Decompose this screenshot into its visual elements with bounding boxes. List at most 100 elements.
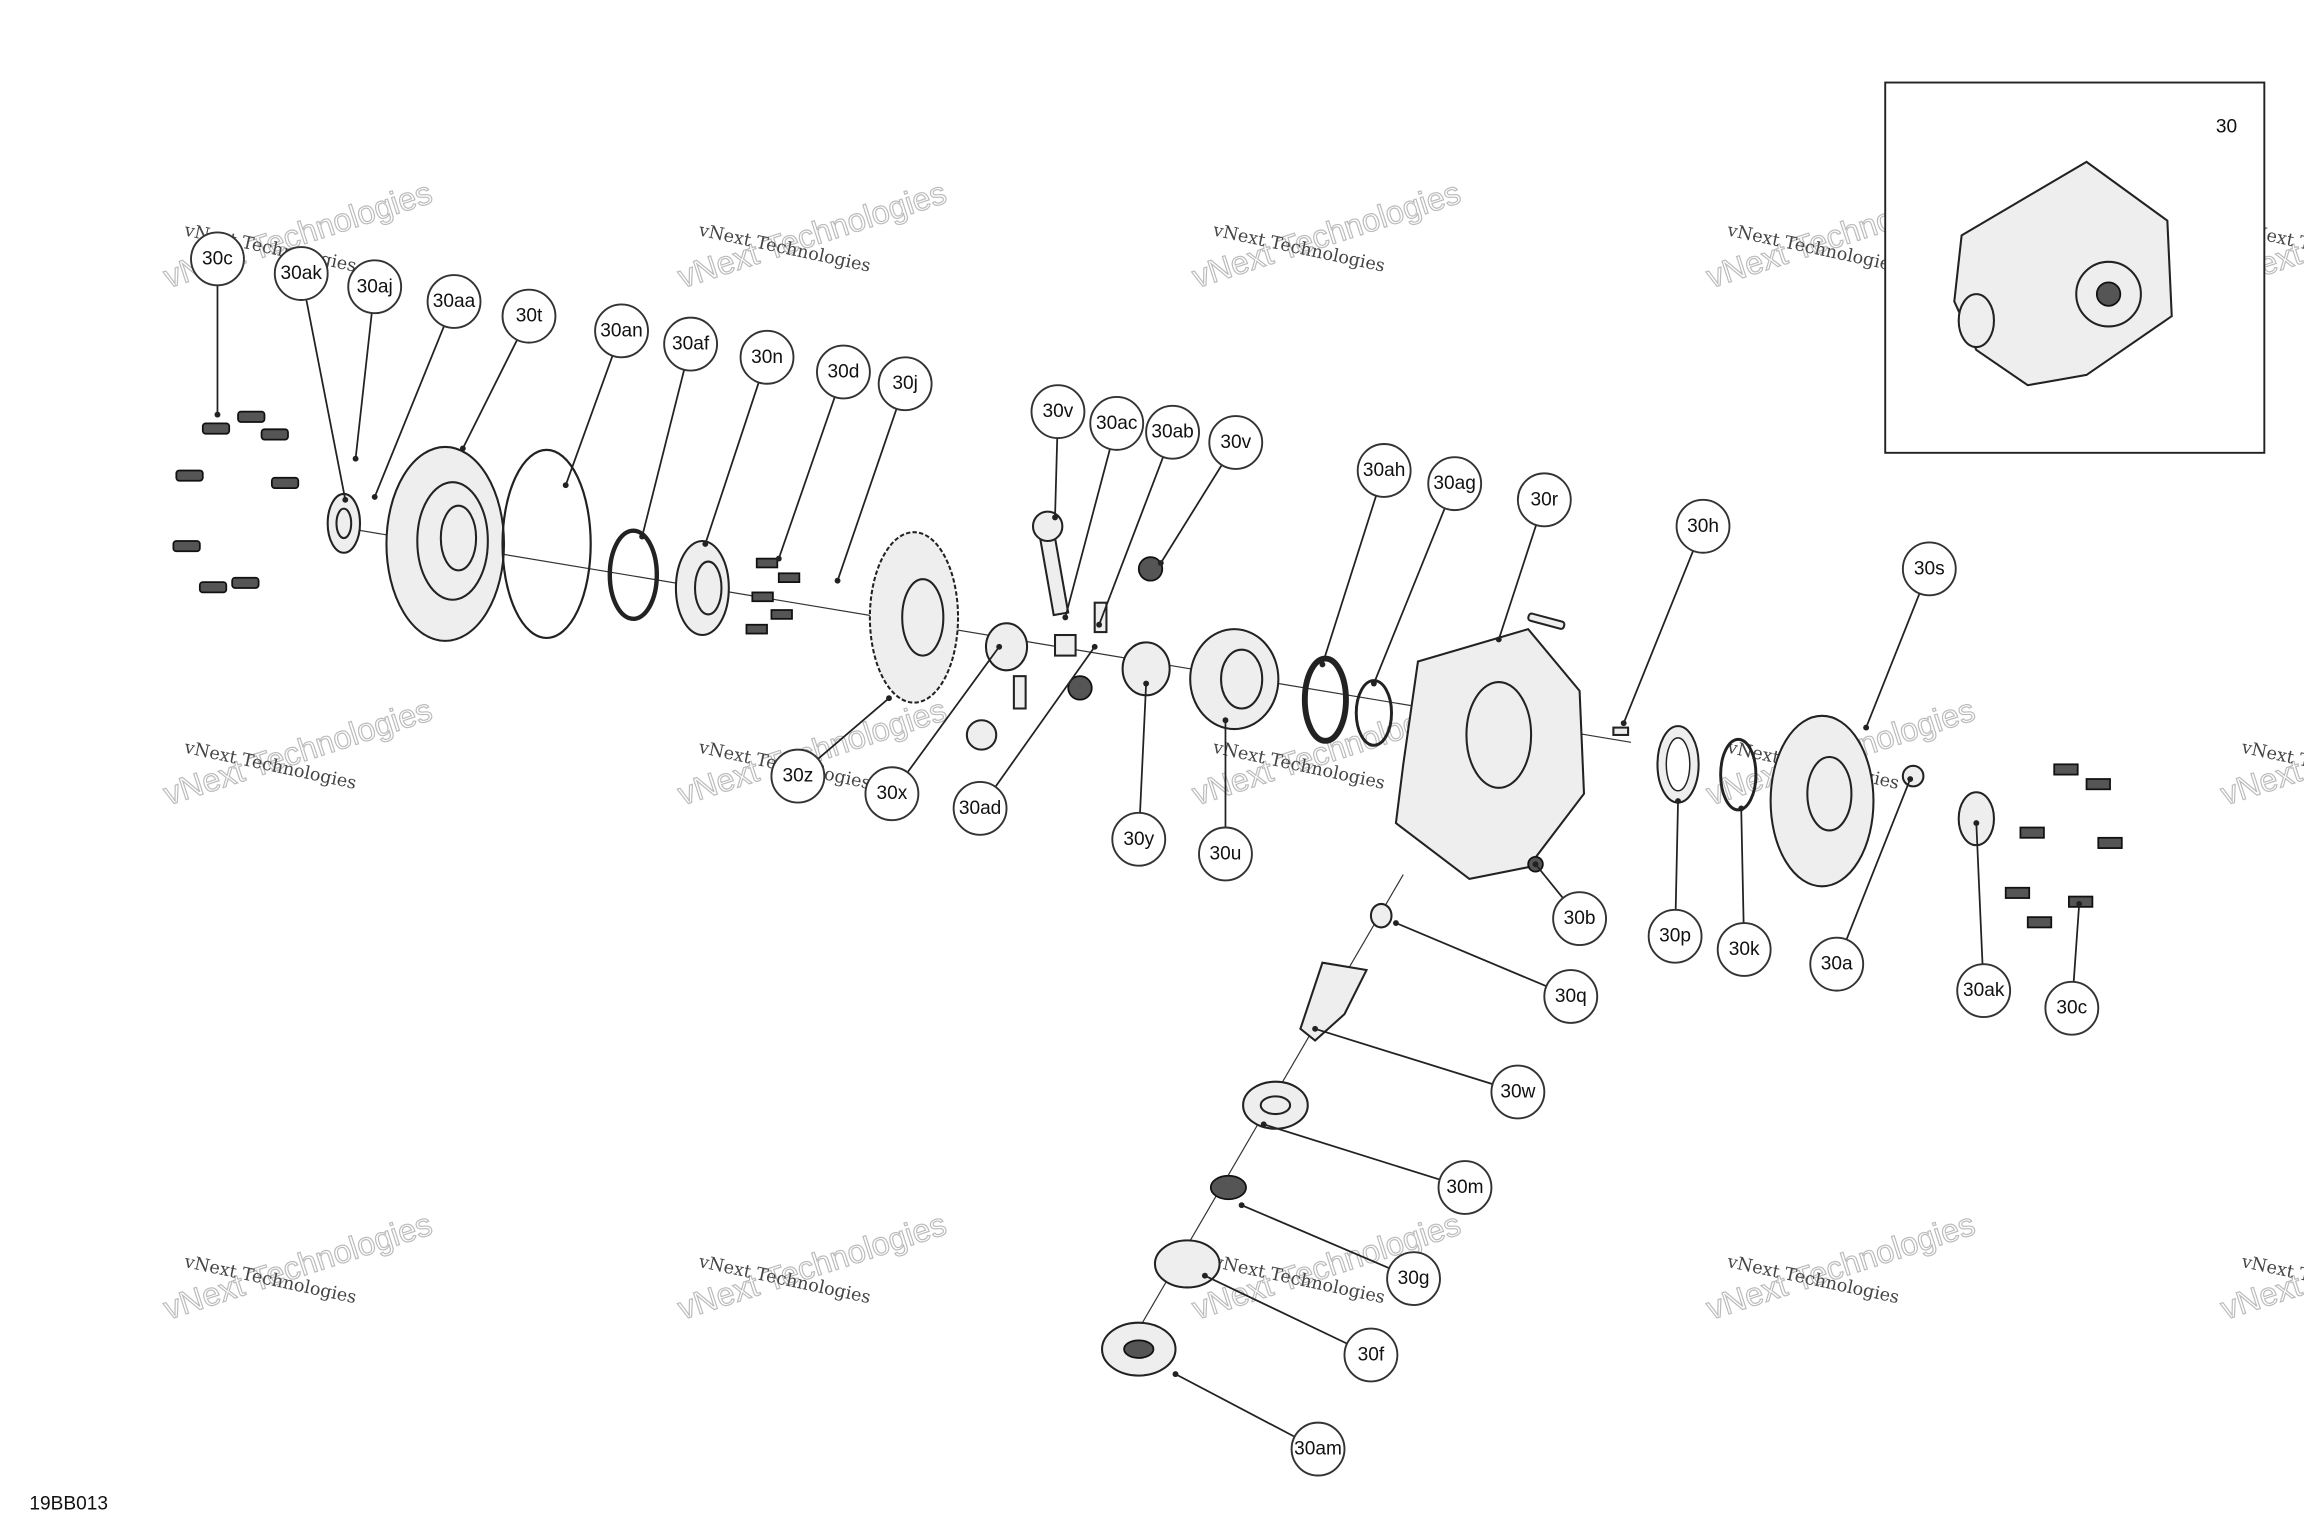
leader-arrowhead <box>1532 861 1539 868</box>
callout-label: 30ah <box>1363 460 1405 481</box>
callout-30ad: 30ad <box>952 781 1008 836</box>
ring-30af <box>607 528 660 622</box>
leader-arrowhead <box>1260 1121 1267 1128</box>
ring-30k <box>1719 737 1758 812</box>
callout-label: 30g <box>1398 1268 1430 1289</box>
seal-30ak-right <box>1957 791 1995 847</box>
leader-line <box>1263 1123 1441 1181</box>
callout-label: 30v <box>1220 432 1251 453</box>
callout-30k: 30k <box>1716 922 1772 977</box>
callout-label: 30af <box>672 334 710 355</box>
callout-30f: 30f <box>1343 1327 1399 1383</box>
leader-line <box>1160 464 1223 564</box>
callout-30q: 30q <box>1543 969 1599 1024</box>
callout-label: 30r <box>1531 489 1559 510</box>
leader-arrowhead <box>1157 560 1164 566</box>
leader-line <box>2072 903 2081 982</box>
leader-arrowhead <box>1738 805 1745 812</box>
callout-30s: 30s <box>1901 541 1957 597</box>
callout-label: 30b <box>1564 908 1596 929</box>
part-30x <box>984 622 1029 672</box>
leader-line <box>1395 922 1547 988</box>
callout-label: 30z <box>782 766 813 787</box>
parts-drawing <box>172 410 2123 1377</box>
leader-line <box>1098 456 1164 626</box>
callout-label: 30q <box>1555 986 1587 1007</box>
part-30q <box>1369 902 1393 929</box>
leader-line <box>906 646 1000 773</box>
callout-label: 30ak <box>281 263 323 284</box>
leader-arrowhead <box>2076 900 2083 907</box>
callout-label: 30f <box>1358 1345 1385 1366</box>
leader-arrowhead <box>1312 1025 1319 1032</box>
callout-30an: 30an <box>594 303 649 359</box>
callout-label: 30ad <box>959 798 1001 819</box>
callout-label: 30a <box>1821 954 1853 975</box>
callout-30p: 30p <box>1647 908 1703 964</box>
leader-arrowhead <box>1319 661 1326 668</box>
leader-line <box>1622 550 1694 724</box>
leader-line <box>1373 507 1446 684</box>
leader-arrowhead <box>1062 614 1069 621</box>
leader-line <box>564 355 614 486</box>
leader-arrowhead <box>775 555 782 562</box>
leader-arrowhead <box>1392 920 1399 926</box>
part-30f <box>1153 1239 1221 1289</box>
callout-label: 30d <box>827 362 859 383</box>
ring-30ah <box>1301 655 1349 744</box>
callout-30af: 30af <box>663 316 719 372</box>
leader-arrowhead <box>1973 820 1980 827</box>
callout-label: 30t <box>516 306 543 327</box>
callout-label: 30an <box>600 320 642 341</box>
callout-30h: 30h <box>1675 498 1731 554</box>
leader-line <box>1497 524 1537 640</box>
leader-arrowhead <box>886 695 892 702</box>
callout-30v: 30v <box>1030 384 1086 440</box>
callout-label: 30c <box>2056 998 2087 1019</box>
leader-line <box>817 697 890 760</box>
callout-30am: 30am <box>1290 1421 1346 1477</box>
leader-line <box>1740 808 1745 924</box>
leader-arrowhead <box>1172 1371 1179 1378</box>
callout-label: 30c <box>202 248 233 269</box>
callout-label: 30ac <box>1096 413 1138 434</box>
leader-line <box>1204 1274 1348 1345</box>
leader-line <box>1975 823 1984 965</box>
callout-30w: 30w <box>1490 1064 1546 1120</box>
bolts-left <box>172 410 300 594</box>
leader-arrowhead <box>352 455 359 462</box>
leader-arrowhead <box>1091 643 1098 650</box>
callout-30v: 30v <box>1208 415 1264 470</box>
leader-line <box>777 396 836 559</box>
callout-30r: 30r <box>1516 472 1572 528</box>
callout-30x: 30x <box>864 766 920 822</box>
leader-arrowhead <box>1222 717 1229 724</box>
leader-arrowhead <box>639 533 646 540</box>
callout-30n: 30n <box>739 329 795 385</box>
callout-label: 30ab <box>1151 422 1193 443</box>
callout-30aa: 30aa <box>426 274 482 329</box>
oring-30an <box>501 448 592 640</box>
callout-label: 30ag <box>1433 473 1475 494</box>
leader-arrowhead <box>1620 720 1627 727</box>
callout-label: 30j <box>892 373 917 394</box>
callout-label: 30u <box>1210 843 1242 864</box>
callout-label: 30aj <box>357 276 393 297</box>
leader-line <box>641 369 686 537</box>
leader-line <box>462 339 518 449</box>
leader-arrowhead <box>1201 1272 1208 1279</box>
callout-label: 30h <box>1687 516 1719 537</box>
leader-line <box>836 408 898 581</box>
callout-30ak: 30ak <box>1956 963 2012 1019</box>
leader-line <box>1321 495 1377 665</box>
callout-30ag: 30ag <box>1427 456 1483 512</box>
leader-arrowhead <box>342 496 349 503</box>
leader-arrowhead <box>1052 514 1058 521</box>
callout-label: 30p <box>1659 926 1691 947</box>
callout-30j: 30j <box>877 356 933 412</box>
leader-arrowhead <box>996 643 1003 650</box>
leader-arrowhead <box>1096 621 1103 628</box>
leader-arrowhead <box>459 445 466 452</box>
callout-label: 30n <box>751 347 783 368</box>
